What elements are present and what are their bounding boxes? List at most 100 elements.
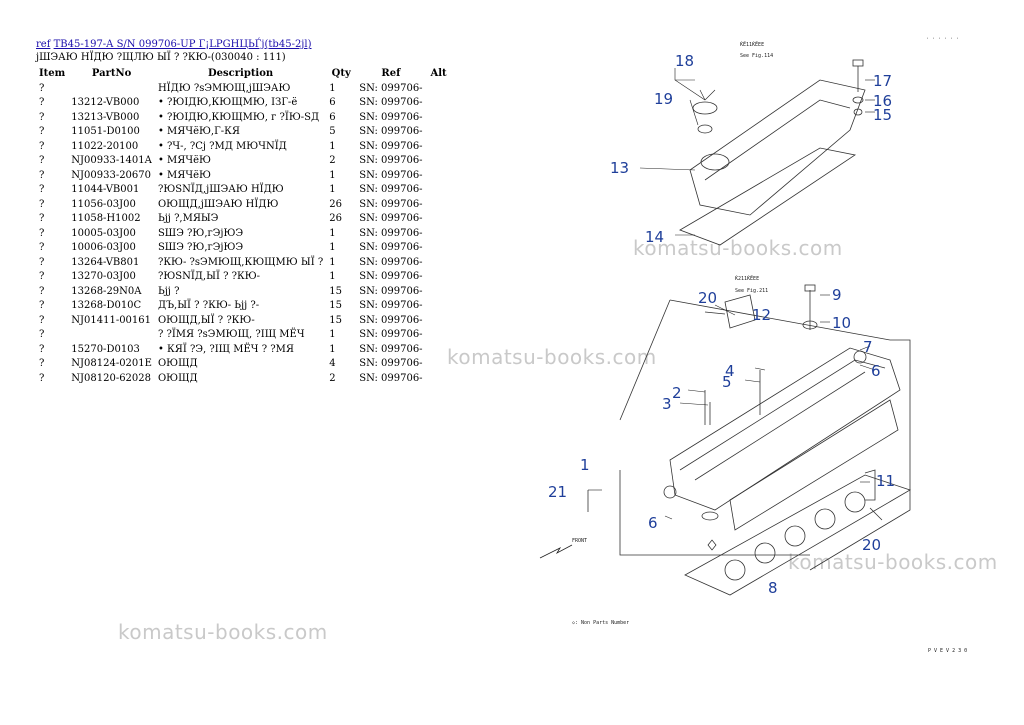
cell-ref: SN: 099706- xyxy=(359,155,423,167)
cell-qty: 1 xyxy=(329,271,336,283)
cell-item: ? xyxy=(39,126,45,138)
callout-number: 11 xyxy=(876,472,895,490)
cell-partno: 13212-VB000 xyxy=(71,97,140,109)
header-description: Description xyxy=(208,68,274,79)
cell-qty: 1 xyxy=(329,256,336,268)
cell-qty: 1 xyxy=(329,242,336,254)
section-subtitle: јШЭАЮ НЇДЮ ?ЩЛЮ ЫЇ ? ?КЮ-(030040 : 111) xyxy=(36,52,286,63)
cell-alt xyxy=(426,241,452,256)
cell-item: ? xyxy=(39,198,45,210)
cell-item: ? xyxy=(39,285,45,297)
cell-item: ? xyxy=(39,97,45,109)
cell-qty: 1 xyxy=(329,227,336,239)
cell-ref: SN: 099706- xyxy=(359,184,423,196)
cell-description: ДЪ,ЫЇ ? ?КЮ- Ьјј ?- xyxy=(157,300,260,312)
cell-item: ? xyxy=(39,169,45,181)
callout-number: 10 xyxy=(832,314,851,332)
diagram-code: P V E V 2 3 0 xyxy=(928,648,967,654)
cell-alt xyxy=(426,96,452,111)
cell-description: • МЯЧёЮ xyxy=(157,155,211,167)
cell-partno xyxy=(68,81,155,96)
callout-number: 14 xyxy=(645,228,664,246)
cell-description: ?ЮSNЇД,ЫЇ ? ?КЮ- xyxy=(157,271,261,283)
callout-number: 8 xyxy=(768,579,778,597)
header-alt: Alt xyxy=(430,68,447,79)
cell-partno: 10005-03J00 xyxy=(71,227,136,239)
callout-number: 9 xyxy=(832,286,842,304)
front-label: FRONT xyxy=(572,538,587,544)
cell-ref: SN: 099706- xyxy=(359,111,423,123)
callout-number: 17 xyxy=(873,72,892,90)
cell-description: • ?ЮІДЮ,КЮЩМЮ, ІЗГ-ё xyxy=(157,97,298,109)
callout-number: 20 xyxy=(698,289,717,307)
header-ref: Ref xyxy=(381,68,401,79)
cell-alt xyxy=(426,328,452,343)
cell-partno: NJ08120-62028 xyxy=(71,372,152,384)
cell-description: SШЭ ?Ю,гЭјЮЭ xyxy=(157,227,244,239)
cell-partno: NJ00933-1401A xyxy=(71,155,152,167)
cell-item: ? xyxy=(39,82,45,94)
corner-mark: · · · · · · xyxy=(926,36,959,42)
cell-ref: SN: 099706- xyxy=(359,97,423,109)
cell-qty: 15 xyxy=(329,314,342,326)
cell-ref: SN: 099706- xyxy=(359,358,423,370)
non-part-marker xyxy=(707,539,717,551)
callout-number: 4 xyxy=(725,362,735,380)
cell-item: ? xyxy=(39,227,45,239)
cell-ref: SN: 099706- xyxy=(359,300,423,312)
cylinder-head-outline xyxy=(669,347,901,511)
see-fig-ref-top: ЌЁ11ЌЁЕЕ xyxy=(740,41,764,48)
cell-alt xyxy=(426,197,452,212)
title-line: ref TB45-197-A S/N 099706-UP Г¡LPGHЦЬЃј(… xyxy=(36,38,312,51)
table-header-row: Item PartNo Description Qty Ref Alt xyxy=(36,66,452,81)
cell-description: ОЮЩД xyxy=(157,358,198,370)
cell-item: ? xyxy=(39,343,45,355)
cell-qty: 1 xyxy=(329,184,336,196)
cell-description: НЇДЮ ?sЭМЮЩ,јШЭАЮ xyxy=(157,82,291,94)
cell-description: ОЮЩД,јШЭАЮ НЇДЮ xyxy=(157,198,279,210)
cell-partno: 11058-H1002 xyxy=(71,213,141,225)
cell-item: ? xyxy=(39,271,45,283)
ref-link[interactable]: ref xyxy=(36,39,51,50)
callout-number: 16 xyxy=(873,92,892,110)
cell-item: ? xyxy=(39,213,45,225)
callout-number: 13 xyxy=(610,159,629,177)
page-header: ref TB45-197-A S/N 099706-UP Г¡LPGHЦЬЃј(… xyxy=(36,38,312,64)
cell-ref: SN: 099706- xyxy=(359,372,423,384)
parts-table: Item PartNo Description Qty Ref Alt ? НЇД… xyxy=(36,66,452,386)
cell-partno: 13268-29N0A xyxy=(71,285,142,297)
cell-alt xyxy=(426,357,452,372)
cell-partno: 11022-20100 xyxy=(71,140,139,152)
cell-partno: 13268-D010C xyxy=(71,300,142,312)
cell-ref: SN: 099706- xyxy=(359,329,423,341)
callout-number: 5 xyxy=(722,373,732,391)
cell-item: ? xyxy=(39,242,45,254)
front-arrow xyxy=(539,544,573,559)
cell-alt xyxy=(426,168,452,183)
callout-number: 1 xyxy=(580,456,590,474)
cell-qty: 1 xyxy=(329,169,336,181)
cell-description: ? ?ЇМЯ ?sЭМЮЩ, ?ІЩ МЁЧ xyxy=(157,329,305,341)
cell-description: ?КЮ- ?sЭМЮЩ,КЮЩМЮ ЫЇ ? xyxy=(157,256,324,268)
model-link[interactable]: TB45-197-A S/N 099706-UP Г¡LPGHЦЬЃј(tb45… xyxy=(53,39,312,50)
cell-ref: SN: 099706- xyxy=(359,242,423,254)
callout-number: 2 xyxy=(672,384,682,402)
cell-qty: 26 xyxy=(329,213,342,225)
cell-ref: SN: 099706- xyxy=(359,271,423,283)
cell-alt xyxy=(426,154,452,169)
cell-partno: 11056-03J00 xyxy=(71,198,136,210)
